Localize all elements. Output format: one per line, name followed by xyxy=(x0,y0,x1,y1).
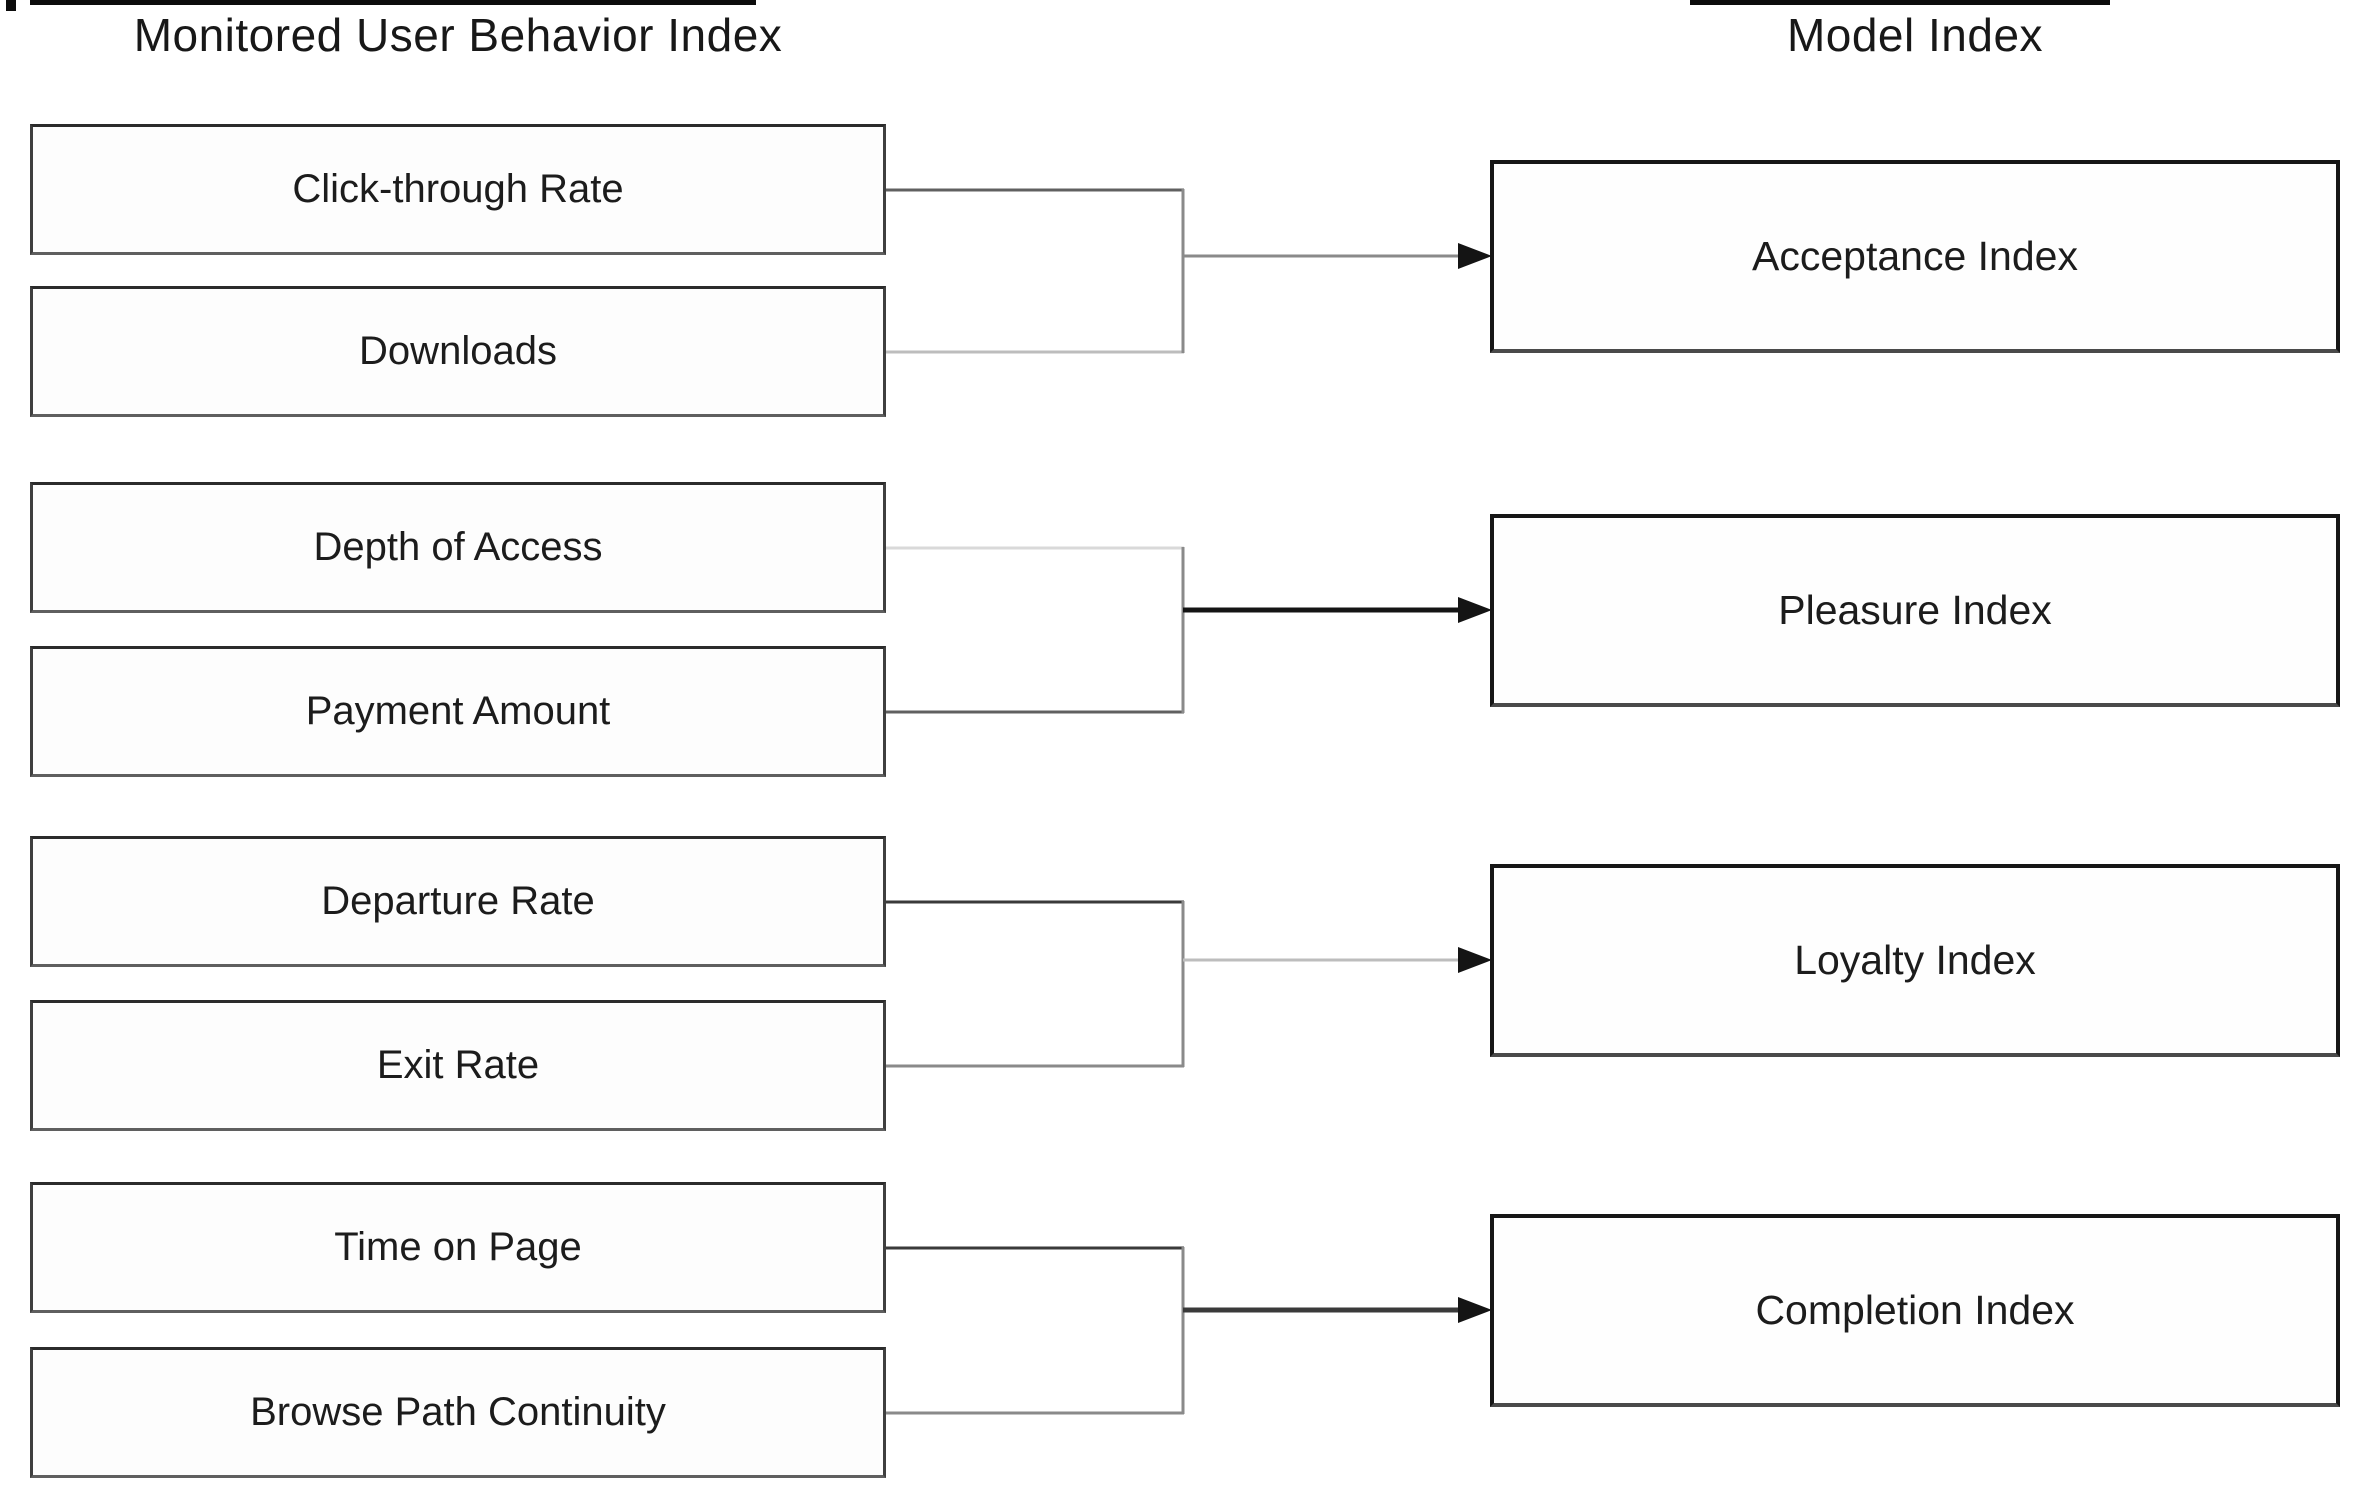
crop-artifact-line-left xyxy=(30,0,756,5)
connector-2-arrow-head xyxy=(1458,597,1492,623)
connector-1-arrow-head xyxy=(1458,243,1492,269)
crop-artifact-mark xyxy=(6,0,16,11)
behavior-box-time-on-page: Time on Page xyxy=(30,1182,886,1313)
behavior-box-departure-rate: Departure Rate xyxy=(30,836,886,967)
behavior-box-downloads: Downloads xyxy=(30,286,886,417)
behavior-box-payment-amount: Payment Amount xyxy=(30,646,886,777)
behavior-box-browse-path-continuity: Browse Path Continuity xyxy=(30,1347,886,1478)
model-box-loyalty-index: Loyalty Index xyxy=(1490,864,2340,1057)
column-title-model: Model Index xyxy=(1786,9,2044,61)
behavior-box-depth-of-access: Depth of Access xyxy=(30,482,886,613)
model-box-acceptance-index: Acceptance Index xyxy=(1490,160,2340,353)
model-box-pleasure-index: Pleasure Index xyxy=(1490,514,2340,707)
connector-4-arrow-head xyxy=(1458,1297,1492,1323)
behavior-box-click-through-rate: Click-through Rate xyxy=(30,124,886,255)
crop-artifact-line-right xyxy=(1690,0,2110,5)
behavior-box-exit-rate: Exit Rate xyxy=(30,1000,886,1131)
connector-3-arrow-head xyxy=(1458,947,1492,973)
model-box-completion-index: Completion Index xyxy=(1490,1214,2340,1407)
column-title-behavior: Monitored User Behavior Index xyxy=(133,9,783,61)
